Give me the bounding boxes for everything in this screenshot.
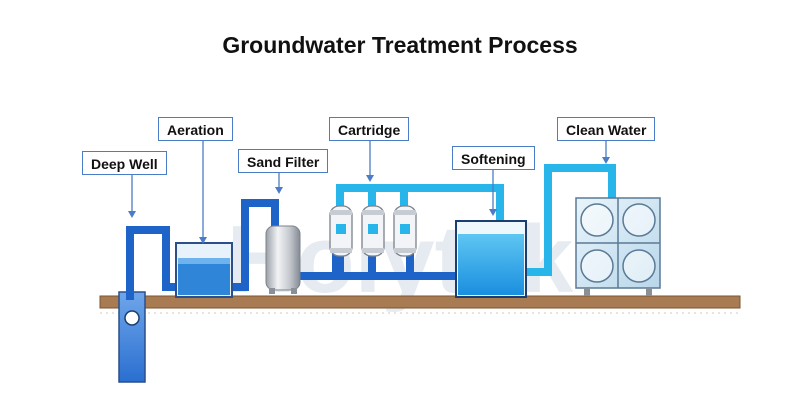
callout-leaders <box>131 141 607 238</box>
label-deep-well: Deep Well <box>82 151 167 175</box>
cartridge-filters <box>329 205 417 257</box>
label-clean-water: Clean Water <box>557 117 656 141</box>
label-softening: Softening <box>452 146 535 170</box>
page-title: Groundwater Treatment Process <box>222 32 578 58</box>
pipe-light <box>336 164 616 276</box>
label-cartridge: Cartridge <box>329 117 410 141</box>
softening-tank <box>455 220 527 298</box>
clean-water-tank <box>575 197 661 296</box>
ground-surface <box>99 295 741 309</box>
deep-well-illustration <box>118 291 146 383</box>
sand-filter-vessel <box>265 225 301 294</box>
callout-arrowheads <box>128 157 610 244</box>
label-sand-filter: Sand Filter <box>238 149 329 173</box>
aeration-tank <box>175 242 233 298</box>
label-aeration: Aeration <box>158 117 233 141</box>
